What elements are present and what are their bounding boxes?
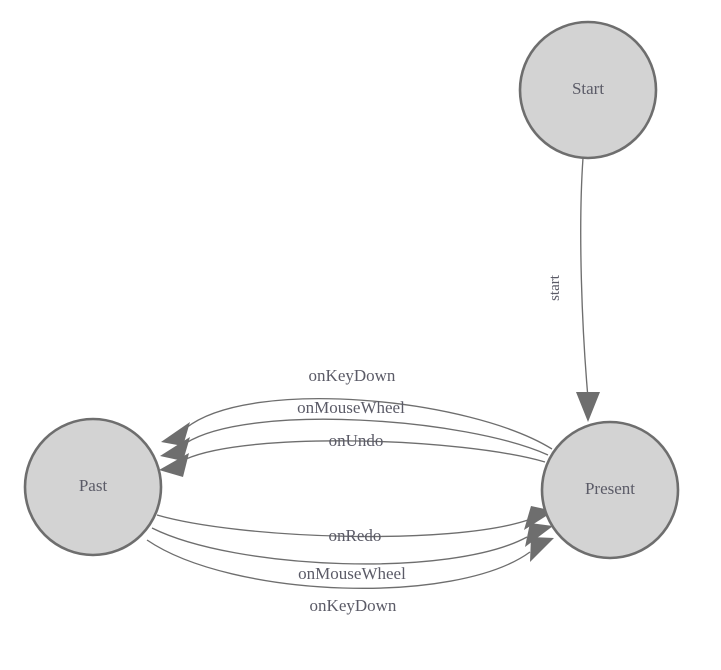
edge-label-past-present-onkeydown: onKeyDown <box>310 596 397 615</box>
edge-label-present-past-onmousewheel: onMouseWheel <box>297 398 405 417</box>
edge-present-to-past-onundo[interactable]: onUndo <box>159 431 546 477</box>
node-past[interactable]: Past <box>23 417 163 557</box>
edge-label-past-present-onredo: onRedo <box>329 526 382 545</box>
edge-start-to-present-path <box>580 157 589 399</box>
node-past-label: Past <box>79 476 108 495</box>
edge-label-present-past-onkeydown: onKeyDown <box>309 366 396 385</box>
edge-label-present-past-onundo: onUndo <box>329 431 384 450</box>
edge-past-to-present-onkeydown[interactable]: onKeyDown <box>146 537 554 615</box>
edge-past-to-present-onredo-path <box>156 514 529 538</box>
edge-present-to-past-onkeydown-path <box>185 397 553 450</box>
edge-past-to-present-onkeydown-arrowhead <box>530 537 554 562</box>
edge-present-to-past-onundo-arrowhead <box>159 453 189 477</box>
node-present-circle <box>540 420 680 560</box>
edge-present-to-past-onkeydown-arrowhead <box>161 422 190 446</box>
edge-past-to-present-onkeydown-path <box>146 539 531 589</box>
edge-past-to-present-onredo[interactable]: onRedo <box>156 506 554 545</box>
node-start-circle <box>518 20 658 160</box>
node-start[interactable]: Start <box>518 20 658 160</box>
node-start-label: Start <box>572 79 604 98</box>
edge-label-start: start <box>547 274 563 301</box>
edge-present-to-past-onkeydown[interactable]: onKeyDown <box>161 366 553 450</box>
node-present-label: Present <box>585 479 635 498</box>
edge-present-to-past-onmousewheel-path <box>185 418 549 456</box>
edge-label-past-present-onmousewheel: onMouseWheel <box>298 564 406 583</box>
edge-present-to-past-onundo-path <box>185 440 546 463</box>
edge-present-to-past-onmousewheel[interactable]: onMouseWheel <box>160 398 549 461</box>
edge-start-to-present-arrowhead <box>576 392 600 422</box>
node-past-circle <box>23 417 163 557</box>
node-present[interactable]: Present <box>540 420 680 560</box>
edge-past-to-present-onmousewheel-path <box>151 527 528 565</box>
edge-start-to-present[interactable]: start <box>547 157 600 422</box>
edge-present-to-past-onmousewheel-arrowhead <box>160 437 190 461</box>
